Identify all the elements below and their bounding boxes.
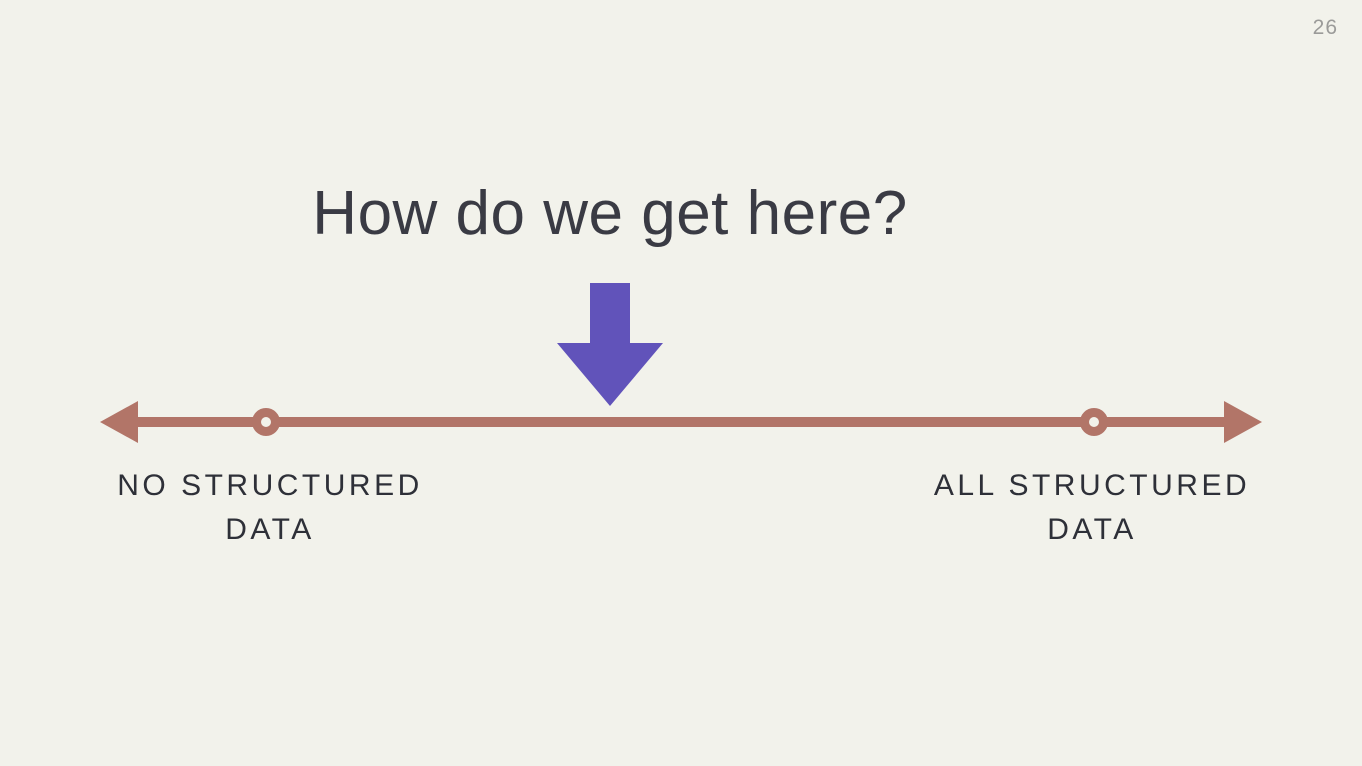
right-ring-marker	[1080, 408, 1108, 436]
spectrum-label-right-line1: ALL STRUCTURED	[933, 469, 1251, 502]
spectrum-label-left: NO STRUCTURED DATA	[117, 464, 423, 552]
right-arrowhead-icon	[1224, 401, 1262, 443]
page-number: 26	[1312, 16, 1338, 39]
spectrum-axis	[100, 401, 1262, 443]
left-arrowhead-icon	[100, 401, 138, 443]
spectrum-label-left-line2: DATA	[225, 513, 315, 546]
spectrum-label-right: ALL STRUCTURED DATA	[934, 464, 1250, 552]
slide-title: How do we get here?	[312, 179, 908, 248]
spectrum-label-left-line1: NO STRUCTURED	[117, 469, 423, 502]
down-arrow-icon	[557, 283, 663, 406]
spectrum-label-right-line2: DATA	[1047, 513, 1137, 546]
left-ring-marker	[252, 408, 280, 436]
